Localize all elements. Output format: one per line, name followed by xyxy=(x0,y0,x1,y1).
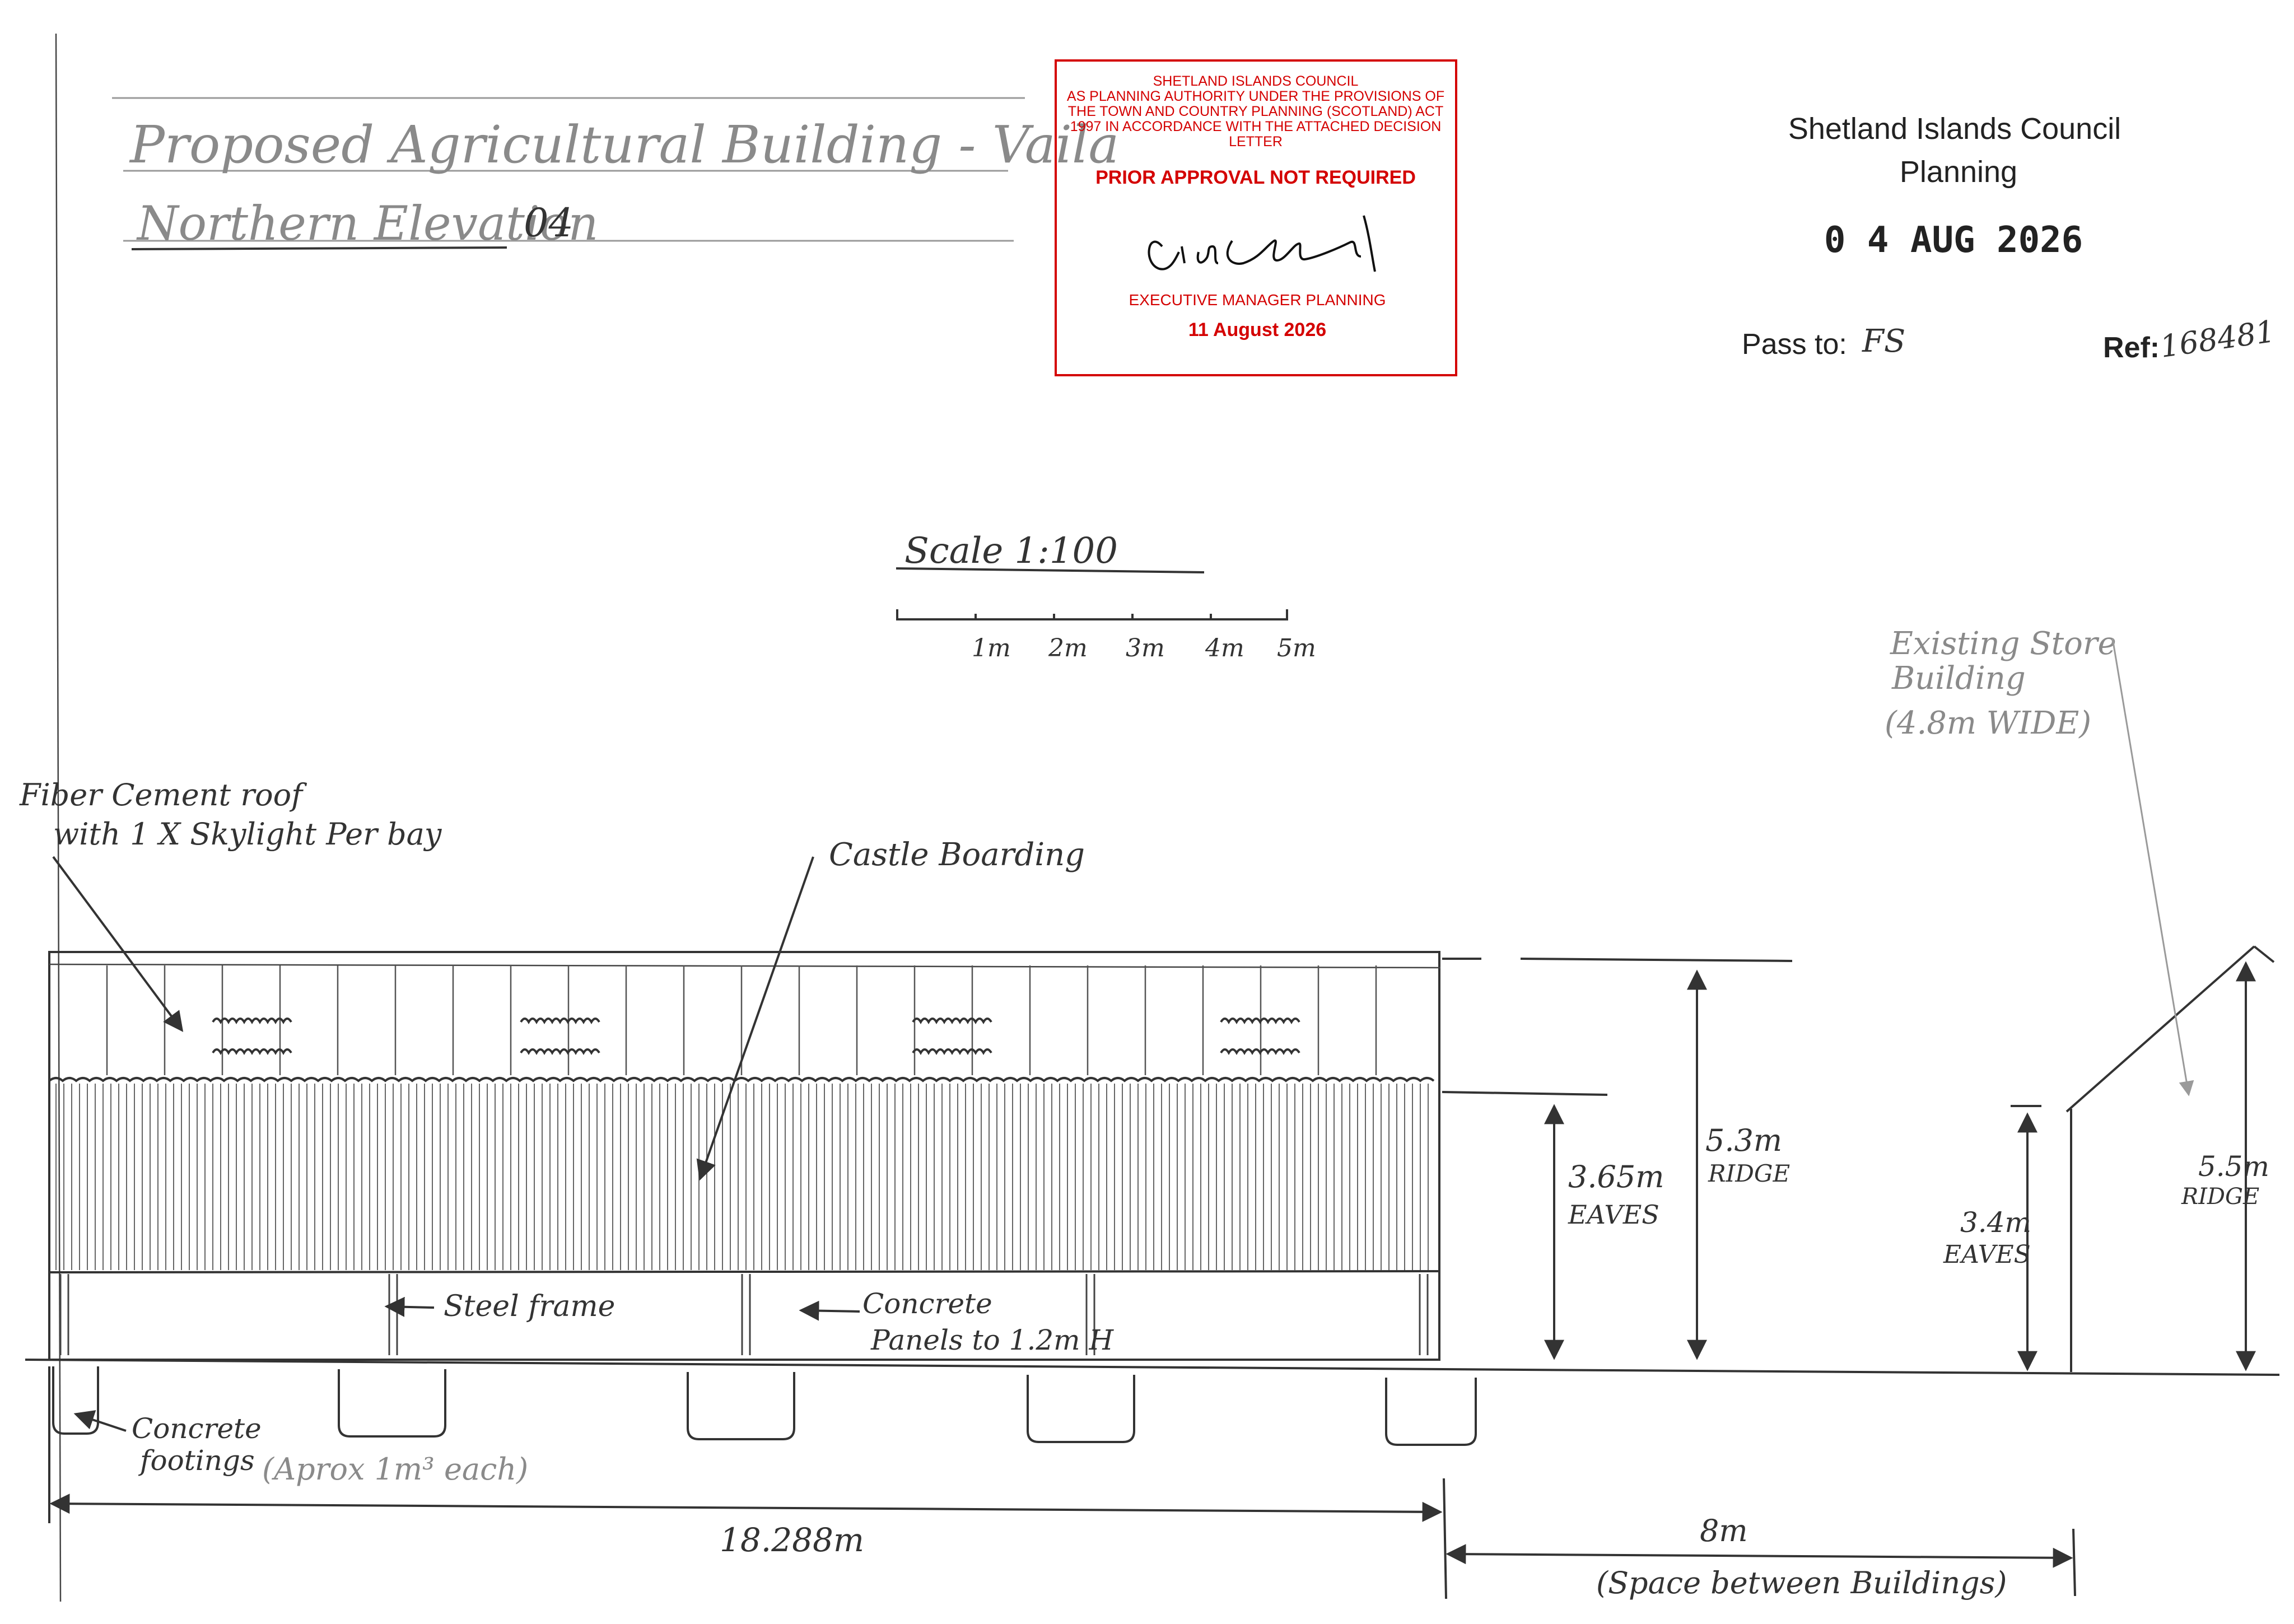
concrete-footings xyxy=(52,1366,1477,1446)
panels-label-line1: Concrete xyxy=(862,1287,992,1320)
scale-underline xyxy=(896,567,1205,573)
roof-top-line xyxy=(49,963,1441,969)
concrete-footing xyxy=(1385,1378,1477,1446)
roof-label-line2: with 1 X Skylight Per bay xyxy=(53,816,442,852)
skylight-mark xyxy=(1220,1048,1300,1055)
existing-roof-end xyxy=(2253,945,2275,963)
building-outline xyxy=(48,951,1440,1361)
skylights xyxy=(212,1018,1300,1055)
footings-label-line1: Concrete xyxy=(132,1412,262,1445)
footings-leader xyxy=(73,1410,127,1432)
council-dept: Planning xyxy=(1900,155,2017,189)
pass-to-value: FS xyxy=(1862,323,1905,360)
existing-label-line2: Building xyxy=(1891,660,2026,697)
scale-label: Scale 1:100 xyxy=(904,530,1118,572)
stamp-officer: EXECUTIVE MANAGER PLANNING xyxy=(1129,291,1386,309)
council-receipt: Shetland Islands Council Planning 0 4 AU… xyxy=(1742,112,2277,365)
boarding-leader xyxy=(696,856,814,1181)
concrete-footing xyxy=(338,1369,446,1438)
length-dim-arrow xyxy=(49,1494,1443,1522)
scale-tick-label-2m: 2m xyxy=(1048,634,1088,662)
roof-leader xyxy=(52,856,184,1032)
proposed-building xyxy=(48,951,1441,1361)
gap-value: 8m xyxy=(1700,1513,1748,1548)
ridge-dim-ext-b xyxy=(1520,958,1793,962)
title-line2: Northern Elevation xyxy=(136,196,598,251)
gap-dim-ext-right xyxy=(2072,1528,2076,1597)
skylight-mark xyxy=(912,1018,992,1024)
skylight-mark xyxy=(1220,1018,1300,1024)
steel-frame-posts xyxy=(59,1274,1429,1355)
steel-leader xyxy=(384,1296,435,1317)
existing-roof-slope xyxy=(2065,945,2255,1113)
eaves-corrugation xyxy=(48,1077,1435,1082)
eaves-dim-ext xyxy=(1442,1091,1608,1096)
scale-tick-label-5m: 5m xyxy=(1277,634,1316,662)
eaves-label: EAVES xyxy=(1568,1200,1659,1230)
gap-dim-ext-left xyxy=(1443,1478,1447,1599)
concrete-footing xyxy=(1027,1375,1135,1443)
signature xyxy=(1148,215,1376,272)
stamp-header-line-2: AS PLANNING AUTHORITY UNDER THE PROVISIO… xyxy=(1067,88,1444,104)
stamp-header-line-4: 1997 IN ACCORDANCE WITH THE ATTACHED DEC… xyxy=(1070,119,1442,134)
scale-bar: Scale 1:100 1m 2m 3m 4m 5m xyxy=(896,530,1316,662)
stamp-header-line-1: SHETLAND ISLANDS COUNCIL xyxy=(1153,73,1359,89)
planning-stamp: SHETLAND ISLANDS COUNCIL AS PLANNING AUT… xyxy=(1055,59,1457,376)
existing-leader xyxy=(2111,638,2194,1096)
stamp-date: 11 August 2026 xyxy=(1188,319,1326,340)
boarding-label: Castle Boarding xyxy=(829,837,1085,873)
footings-note: (Aprox 1m³ each) xyxy=(262,1452,528,1487)
skylight-mark xyxy=(912,1048,992,1055)
stamp-border xyxy=(1055,59,1457,376)
title-underline xyxy=(131,246,507,250)
ref-label: Ref: xyxy=(2103,332,2160,364)
title-block: Proposed Agricultural Building - Vaila N… xyxy=(112,97,1119,251)
scale-tick-label-3m: 3m xyxy=(1126,634,1165,662)
existing-ridge-value: 5.5m xyxy=(2198,1150,2269,1183)
stamp-header-line-5: LETTER xyxy=(1229,134,1283,150)
existing-ridge-label: RIDGE xyxy=(2181,1184,2259,1210)
skylight-mark xyxy=(212,1018,292,1024)
panels-leader xyxy=(799,1300,860,1321)
title-line1: Proposed Agricultural Building - Vaila xyxy=(129,115,1119,175)
roof-label-line1: Fiber Cement roof xyxy=(19,777,307,813)
ref-value: 168481 xyxy=(2158,314,2277,365)
stamp-status: PRIOR APPROVAL NOT REQUIRED xyxy=(1095,167,1416,188)
existing-eaves-value: 3.4m xyxy=(1960,1206,2031,1239)
council-name: Shetland Islands Council xyxy=(1788,112,2121,146)
existing-label-line3: (4.8m WIDE) xyxy=(1885,705,2091,741)
existing-store-building xyxy=(2065,945,2275,1372)
gap-note: (Space between Buildings) xyxy=(1596,1565,2007,1600)
scale-tick-label-1m: 1m xyxy=(972,634,1011,662)
boarding-bottom-line xyxy=(49,1270,1440,1273)
panels-label-line2: Panels to 1.2m H xyxy=(870,1324,1114,1356)
ground-line xyxy=(25,1359,2280,1376)
gap-dim-arrow xyxy=(1446,1544,2073,1568)
skylight-mark xyxy=(520,1048,600,1055)
received-date: 0 4 AUG 2026 xyxy=(1824,220,2083,261)
steel-label: Steel frame xyxy=(444,1290,615,1323)
length-value: 18.288m xyxy=(720,1521,864,1559)
scale-tick-label-4m: 4m xyxy=(1205,634,1244,662)
sheet-number: 04 xyxy=(524,200,574,246)
existing-eaves-label: EAVES xyxy=(1943,1240,2031,1269)
eaves-value: 3.65m xyxy=(1568,1159,1664,1194)
ridge-value: 5.3m xyxy=(1705,1123,1782,1158)
stamp-header-line-3: THE TOWN AND COUNTRY PLANNING (SCOTLAND)… xyxy=(1068,104,1443,119)
concrete-footing xyxy=(52,1366,99,1435)
castle-boarding-cladding xyxy=(55,1084,1429,1270)
concrete-footing xyxy=(687,1372,795,1440)
pass-to-label: Pass to: xyxy=(1742,328,1847,361)
ridge-label: RIDGE xyxy=(1708,1160,1790,1187)
existing-label-line1: Existing Store xyxy=(1890,626,2116,662)
skylight-mark xyxy=(212,1048,292,1055)
skylight-mark xyxy=(520,1018,600,1024)
footings-label-line2: footings xyxy=(138,1444,255,1477)
